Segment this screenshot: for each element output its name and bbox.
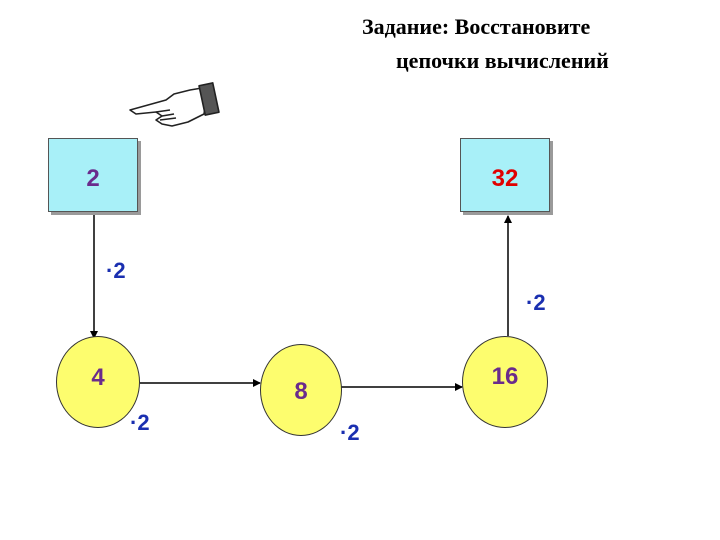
operator-label-2: ·2 — [130, 410, 150, 435]
circle-node-2: 8 — [260, 344, 342, 436]
circle-node-3-value: 16 — [491, 363, 519, 390]
result-value: 32 — [491, 165, 519, 192]
task-title: Задание: Восстановите цепочки вычислений — [362, 10, 702, 78]
operator-label-3: ·2 — [340, 420, 360, 445]
operator-label-4: ·2 — [526, 290, 546, 315]
task-title-line2: цепочки вычислений — [396, 48, 609, 73]
circle-node-3: 16 — [462, 336, 548, 428]
result-box: 32 — [460, 138, 550, 212]
circle-node-1: 4 — [56, 336, 140, 428]
operator-label-1: ·2 — [106, 258, 126, 283]
pointing-hand-icon — [129, 82, 220, 127]
start-value: 2 — [86, 165, 100, 192]
circle-node-1-value: 4 — [91, 364, 105, 391]
task-title-line1: Задание: Восстановите — [362, 14, 591, 39]
start-box: 2 — [48, 138, 138, 212]
circle-node-2-value: 8 — [294, 378, 308, 405]
